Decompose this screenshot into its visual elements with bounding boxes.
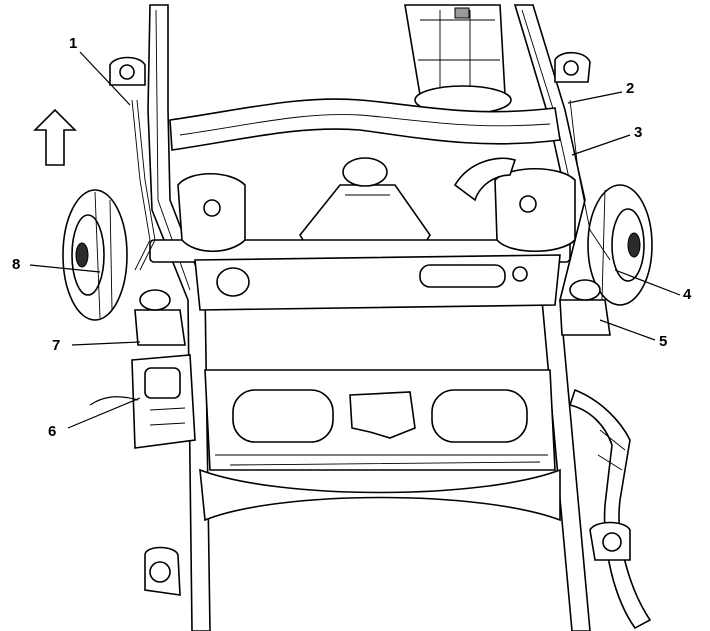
spring-seat-left bbox=[177, 173, 246, 252]
upper-drive-assembly bbox=[404, 4, 512, 115]
exhaust-pipe bbox=[453, 157, 652, 630]
frame-brackets bbox=[109, 51, 591, 86]
callout-6: 6 bbox=[48, 423, 56, 440]
brake-hub-right bbox=[587, 184, 653, 306]
callout-8: 8 bbox=[12, 256, 20, 273]
brake-hub-left bbox=[62, 189, 128, 321]
callout-2: 2 bbox=[626, 80, 634, 97]
spring-seat-right bbox=[494, 167, 576, 253]
callout-4: 4 bbox=[683, 286, 692, 303]
leader-lines bbox=[29, 51, 681, 429]
shock-mount-right bbox=[559, 279, 611, 336]
callout-3: 3 bbox=[634, 124, 642, 141]
lower-crossmember bbox=[194, 254, 561, 471]
callout-5: 5 bbox=[659, 333, 667, 350]
air-compressor-assembly bbox=[89, 354, 196, 449]
rear-frame-end bbox=[144, 468, 631, 596]
callout-1: 1 bbox=[69, 35, 77, 52]
callout-7: 7 bbox=[52, 337, 60, 354]
upper-crossmember bbox=[169, 98, 561, 151]
arrow-up-icon bbox=[33, 108, 77, 166]
callout-labels: 1 2 3 4 5 6 7 8 bbox=[12, 35, 692, 440]
brake-lines bbox=[131, 99, 611, 271]
shock-mount-left bbox=[134, 289, 186, 346]
frame-rails bbox=[147, 4, 591, 631]
